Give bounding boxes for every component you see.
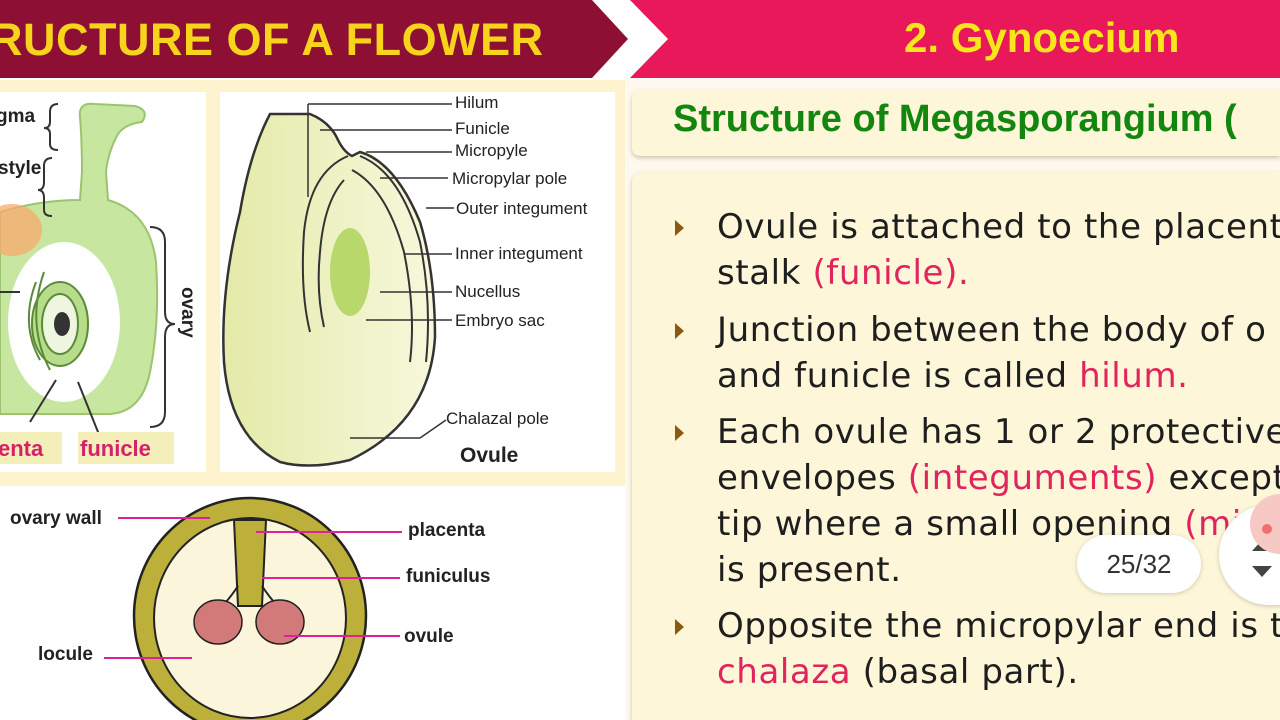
label-chalazal-pole: Chalazal pole <box>446 409 549 428</box>
label-micropylar-pole: Micropylar pole <box>452 169 567 188</box>
slide-title: RUCTURE OF A FLOWER <box>0 14 544 65</box>
label-placenta: enta <box>0 436 44 461</box>
subtitle-bar <box>632 90 1280 156</box>
label-inner-integument: Inner integument <box>455 244 583 263</box>
label-hilum: Hilum <box>455 93 498 112</box>
bullet-line: Each ovule has 1 or 2 protective <box>717 412 1280 452</box>
page-counter[interactable]: 25/32 <box>1077 535 1201 593</box>
ovary-section-diagram: ovary wall placenta funiculus ovule locu… <box>0 486 625 720</box>
label-locule: locule <box>38 644 93 665</box>
bullet-arrow-icon <box>675 425 684 441</box>
label-ovule-section: ovule <box>404 626 454 647</box>
bullet-list-box <box>632 172 1280 720</box>
bullet-line: chalaza (basal part). <box>717 652 1079 692</box>
pistil-diagram: gma style ovary enta funicle <box>0 92 206 472</box>
bullet-line: Opposite the micropylar end is t <box>717 606 1280 646</box>
label-ovary: ovary <box>177 287 198 338</box>
bullet-line: envelopes (integuments) except <box>717 458 1280 498</box>
label-funicle-ovule: Funicle <box>455 119 510 138</box>
label-funicle: funicle <box>80 436 151 461</box>
ovule-caption: Ovule <box>460 444 518 467</box>
chevron-down-icon[interactable] <box>1252 566 1272 577</box>
subtitle: Structure of Megasporangium ( <box>673 98 1237 140</box>
label-nucellus: Nucellus <box>455 282 520 301</box>
bullet-line: stalk (funicle). <box>717 253 970 293</box>
header-right-banner <box>630 0 1280 78</box>
label-style: style <box>0 158 41 179</box>
label-stigma: gma <box>0 106 36 127</box>
label-outer-integument: Outer integument <box>456 199 588 218</box>
bullet-line: Ovule is attached to the placent <box>717 207 1280 247</box>
bullet-arrow-icon <box>675 323 684 339</box>
bullet-arrow-icon <box>675 220 684 236</box>
label-placenta-section: placenta <box>408 520 486 541</box>
bullet-line: Junction between the body of o <box>717 310 1267 350</box>
label-ovary-wall: ovary wall <box>10 508 102 529</box>
label-embryo-sac: Embryo sac <box>455 311 545 330</box>
bullet-line: is present. <box>717 550 902 590</box>
ovule-diagram: Hilum Funicle Micropyle Micropylar pole … <box>220 92 615 472</box>
label-micropyle: Micropyle <box>455 141 528 160</box>
header-left-banner <box>0 0 628 78</box>
section-title: 2. Gynoecium <box>904 14 1180 61</box>
bullet-line: and funicle is called hilum. <box>717 356 1189 396</box>
bullet-arrow-icon <box>675 619 684 635</box>
record-icon <box>1262 524 1272 534</box>
label-funiculus: funiculus <box>406 566 490 587</box>
